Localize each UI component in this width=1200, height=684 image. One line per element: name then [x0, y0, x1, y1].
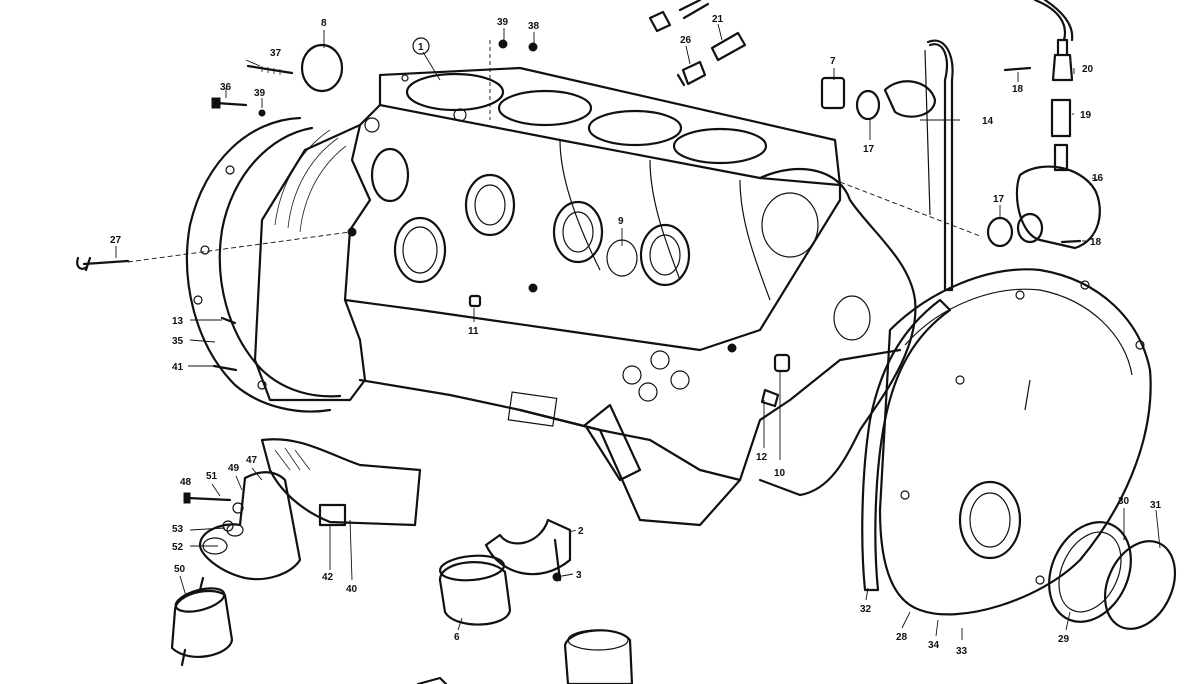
label-35: 35	[172, 336, 184, 347]
thermostat-housing	[1015, 143, 1101, 250]
label-8: 8	[321, 18, 327, 29]
label-33: 33	[956, 646, 968, 657]
label-48: 48	[180, 477, 192, 488]
label-19: 19	[1080, 110, 1092, 121]
bearing-shell-lower	[563, 629, 634, 684]
label-7: 7	[830, 56, 836, 67]
label-30: 30	[1118, 496, 1130, 507]
label-27: 27	[110, 235, 122, 246]
label-37: 37	[270, 48, 282, 59]
engine-mount-bracket	[183, 471, 302, 581]
label-11: 11	[468, 326, 479, 337]
label-21: 21	[712, 14, 724, 25]
label-38: 38	[528, 21, 540, 32]
timing-cover-gasket	[861, 298, 952, 592]
partial-part-bottom	[416, 676, 448, 684]
flywheel-housing	[185, 116, 347, 413]
label-6: 6	[454, 632, 460, 643]
label-18a: 18	[1012, 84, 1024, 95]
pipe-top	[678, 0, 710, 20]
leader-lines	[115, 23, 1161, 640]
crank-seal	[1048, 521, 1177, 630]
label-42: 42	[322, 572, 334, 583]
label-9: 9	[618, 216, 624, 227]
label-13: 13	[172, 316, 184, 327]
label-3: 3	[576, 570, 582, 581]
bolt-36	[214, 101, 248, 107]
label-26: 26	[680, 35, 692, 46]
label-53: 53	[172, 524, 184, 535]
label-10: 10	[774, 468, 786, 479]
cylinder-block	[253, 66, 917, 527]
washer-39b	[498, 39, 508, 49]
label-40: 40	[346, 584, 358, 595]
dowel-13	[220, 316, 237, 325]
plate-42	[318, 503, 347, 527]
timing-cover	[878, 268, 1152, 616]
label-2: 2	[578, 526, 584, 537]
bolt-27	[76, 256, 130, 272]
plug-11	[468, 294, 482, 308]
label-18b: 18	[1090, 237, 1102, 248]
label-41: 41	[172, 362, 184, 373]
core-plug-8	[300, 43, 344, 93]
label-36: 36	[220, 82, 232, 93]
water-pipe	[926, 39, 954, 292]
label-31: 31	[1150, 500, 1162, 511]
label-39a: 39	[254, 88, 266, 99]
label-29: 29	[1058, 634, 1070, 645]
label-39b: 39	[497, 17, 509, 28]
bolt-3	[552, 572, 562, 582]
sensor-26	[676, 60, 707, 87]
sleeve-7	[820, 76, 846, 110]
label-50: 50	[174, 564, 186, 575]
bolt-18a	[1003, 66, 1032, 72]
label-28: 28	[896, 632, 908, 643]
label-16: 16	[1092, 173, 1104, 184]
union-20	[1051, 38, 1074, 82]
main-bearing-cap	[484, 518, 572, 582]
stud-37	[246, 64, 294, 75]
fitting-12	[760, 388, 780, 408]
sump-gasket	[260, 438, 422, 527]
label-32: 32	[860, 604, 872, 615]
hose-19	[1050, 98, 1072, 138]
label-34: 34	[928, 640, 940, 651]
label-47: 47	[246, 455, 258, 466]
label-20: 20	[1082, 64, 1094, 75]
bearing-shell-6	[438, 554, 512, 626]
plug-10	[773, 353, 791, 373]
bolt-18b	[1060, 239, 1082, 244]
nut-top	[648, 10, 672, 33]
label-12: 12	[756, 452, 768, 463]
label-17a: 17	[863, 144, 875, 155]
washer-38	[528, 42, 538, 52]
rubber-mount	[170, 576, 234, 667]
washer-39a	[258, 109, 266, 117]
part-number-labels: 1 8 37 36 39 27 13 35 41 39 38 21 26 7 1…	[110, 14, 1162, 657]
label-14: 14	[982, 116, 994, 127]
hose-21	[710, 31, 747, 62]
label-51: 51	[206, 471, 218, 482]
hose-top	[1033, 0, 1074, 42]
pump-outlet	[883, 80, 937, 118]
label-52: 52	[172, 542, 184, 553]
label-17b: 17	[993, 194, 1005, 205]
gasket-17a	[855, 89, 881, 121]
label-1: 1	[418, 42, 424, 53]
label-49: 49	[228, 463, 240, 474]
bolt-41	[212, 364, 238, 372]
gasket-17b	[986, 216, 1014, 248]
